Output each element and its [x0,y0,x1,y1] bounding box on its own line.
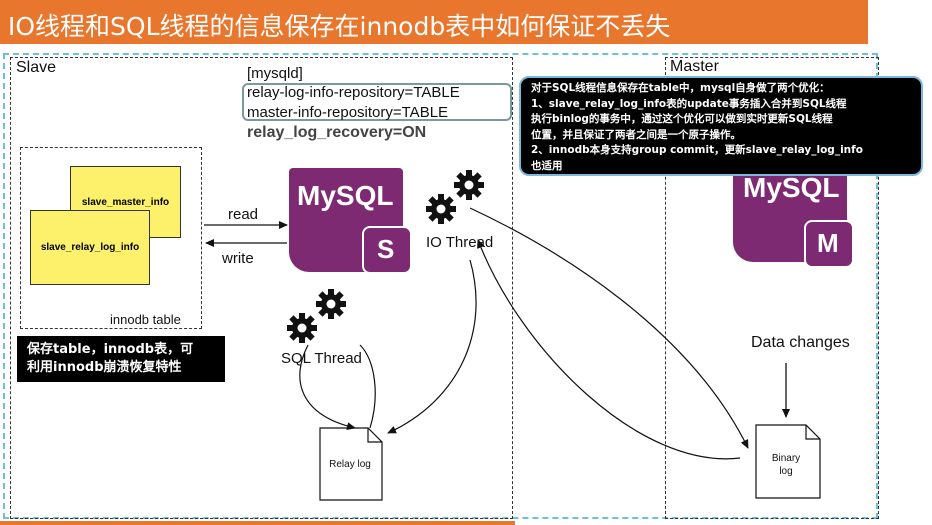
sql-relay-return-line [359,344,376,429]
innodb-table-frame [20,147,202,329]
binary-log-label-1: Binary [771,453,801,464]
slave-relay-log-info-note: slave_relay_log_info [30,210,150,285]
mysql-master-letter: M [817,228,839,258]
slide-title: IO线程和SQL线程的信息保存在innodb表中如何保证不丢失 [8,12,671,41]
sql-read-relay-arrow [299,344,356,431]
sql-gear-small-icon [316,289,346,319]
note-line-2: 利用innodb崩溃恢复特性 [27,360,182,375]
config-line-3: relay_log_recovery=ON [247,124,427,141]
callout-line-3: 执行binlog的事务中，通过这个优化可以做到实时更新SQL线程 [531,113,833,125]
io-gear-icon [426,194,456,224]
master-frame [665,57,879,519]
io-thread-label: IO Thread [426,234,494,251]
write-label: write [222,250,254,267]
slave-master-info-label: slave_master_info [81,196,170,208]
mysql-slave-db-icon: S [362,226,412,274]
mysql-master-db-icon: M [804,220,854,268]
binary-log-doc-icon [755,424,821,499]
master-label: Master [670,58,719,75]
read-label: read [228,206,259,223]
slave-frame [10,57,513,519]
io-write-relay-arrow [387,259,477,434]
optimization-callout: 对于SQL线程信息保存在table中，mysql自身做了两个优化： 1、slav… [519,76,923,176]
title-bar: IO线程和SQL线程的信息保存在innodb表中如何保证不丢失 [0,0,868,44]
config-section: [mysqld] [247,65,303,82]
mysql-slave-letter: S [377,234,395,264]
innodb-crash-recovery-note: 保存table，innodb表，可 利用innodb崩溃恢复特性 [17,336,225,382]
config-box [242,83,512,121]
mysql-master-text: MySQL [743,172,840,203]
config-line-1: relay-log-info-repository=TABLE [247,84,460,101]
binary-log-label-2: log [779,466,793,477]
callout-line-4: 位置，并且保证了两者之间是一个原子操作。 [531,128,741,141]
binlog-send-arrow [477,239,741,460]
innodb-table-label: innodb table [110,312,181,327]
config-line-2: master-info-repository=TABLE [247,104,449,121]
callout-line-6: 也适用 [531,159,563,172]
callout-line-5: 2、innodb本身支持group commit，更新slave_relay_l… [531,144,863,156]
slave-relay-log-info-label: slave_relay_log_info [40,242,140,253]
note-line-1: 保存table，innodb表，可 [27,342,194,357]
relay-log-label: Relay log [329,459,371,470]
io-request-binlog-arrow [469,207,749,449]
relay-log-doc-icon [319,427,383,501]
mysql-slave-text: MySQL [297,180,394,211]
callout-line-1: 对于SQL线程信息保存在table中，mysql自身做了两个优化： [531,82,830,94]
bottom-accent-line [0,521,515,525]
callout-line-2: 1、slave_relay_log_info表的update事务插入合并到SQL… [531,97,847,110]
io-gear-small-icon [454,170,484,200]
sql-gear-icon [287,313,317,343]
data-changes-label: Data changes [751,334,850,351]
mysql-slave-logo: MySQL [289,168,403,272]
slave-label: Slave [16,59,57,76]
